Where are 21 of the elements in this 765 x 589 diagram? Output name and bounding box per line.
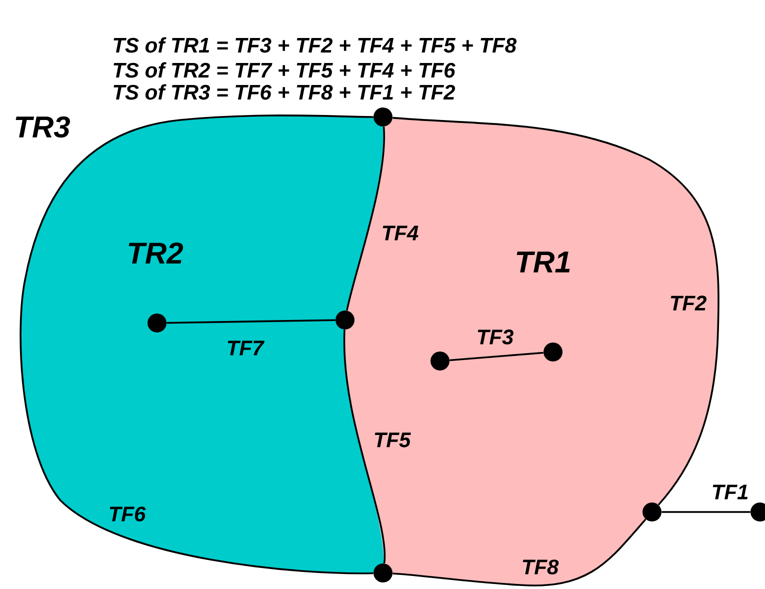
formula-text: TS of TR3 = TF6 + TF8 + TF1 + TF2: [114, 84, 456, 100]
junction-dot: [374, 564, 392, 582]
edge-label: TF7: [225, 340, 265, 356]
boundary-line: [346, 126, 385, 311]
boundary-line: [392, 518, 646, 586]
edge-label: TF3: [475, 328, 515, 346]
edge-label: TF6: [107, 506, 147, 522]
formula-text: TS of TR2 = TF7 + TF5 + TF4 + TF6: [114, 62, 456, 78]
boundary-line: [392, 116, 720, 506]
formula-text: TS of TR1 = TF3 + TF2 + TF4 + TF5 + TF8: [114, 37, 516, 53]
boundary-line: [450, 352, 544, 362]
junction-dot: [544, 342, 562, 362]
boundary-line: [166, 319, 336, 324]
boundary-line: [344, 330, 386, 564]
junction-dot: [148, 314, 166, 332]
edge-label: TF2: [668, 294, 708, 312]
junction-dot: [430, 352, 450, 370]
boundary-line: [662, 511, 750, 513]
junction-dot: [642, 502, 662, 522]
edge-label: TF8: [520, 558, 560, 576]
junction-dot: [374, 108, 392, 126]
